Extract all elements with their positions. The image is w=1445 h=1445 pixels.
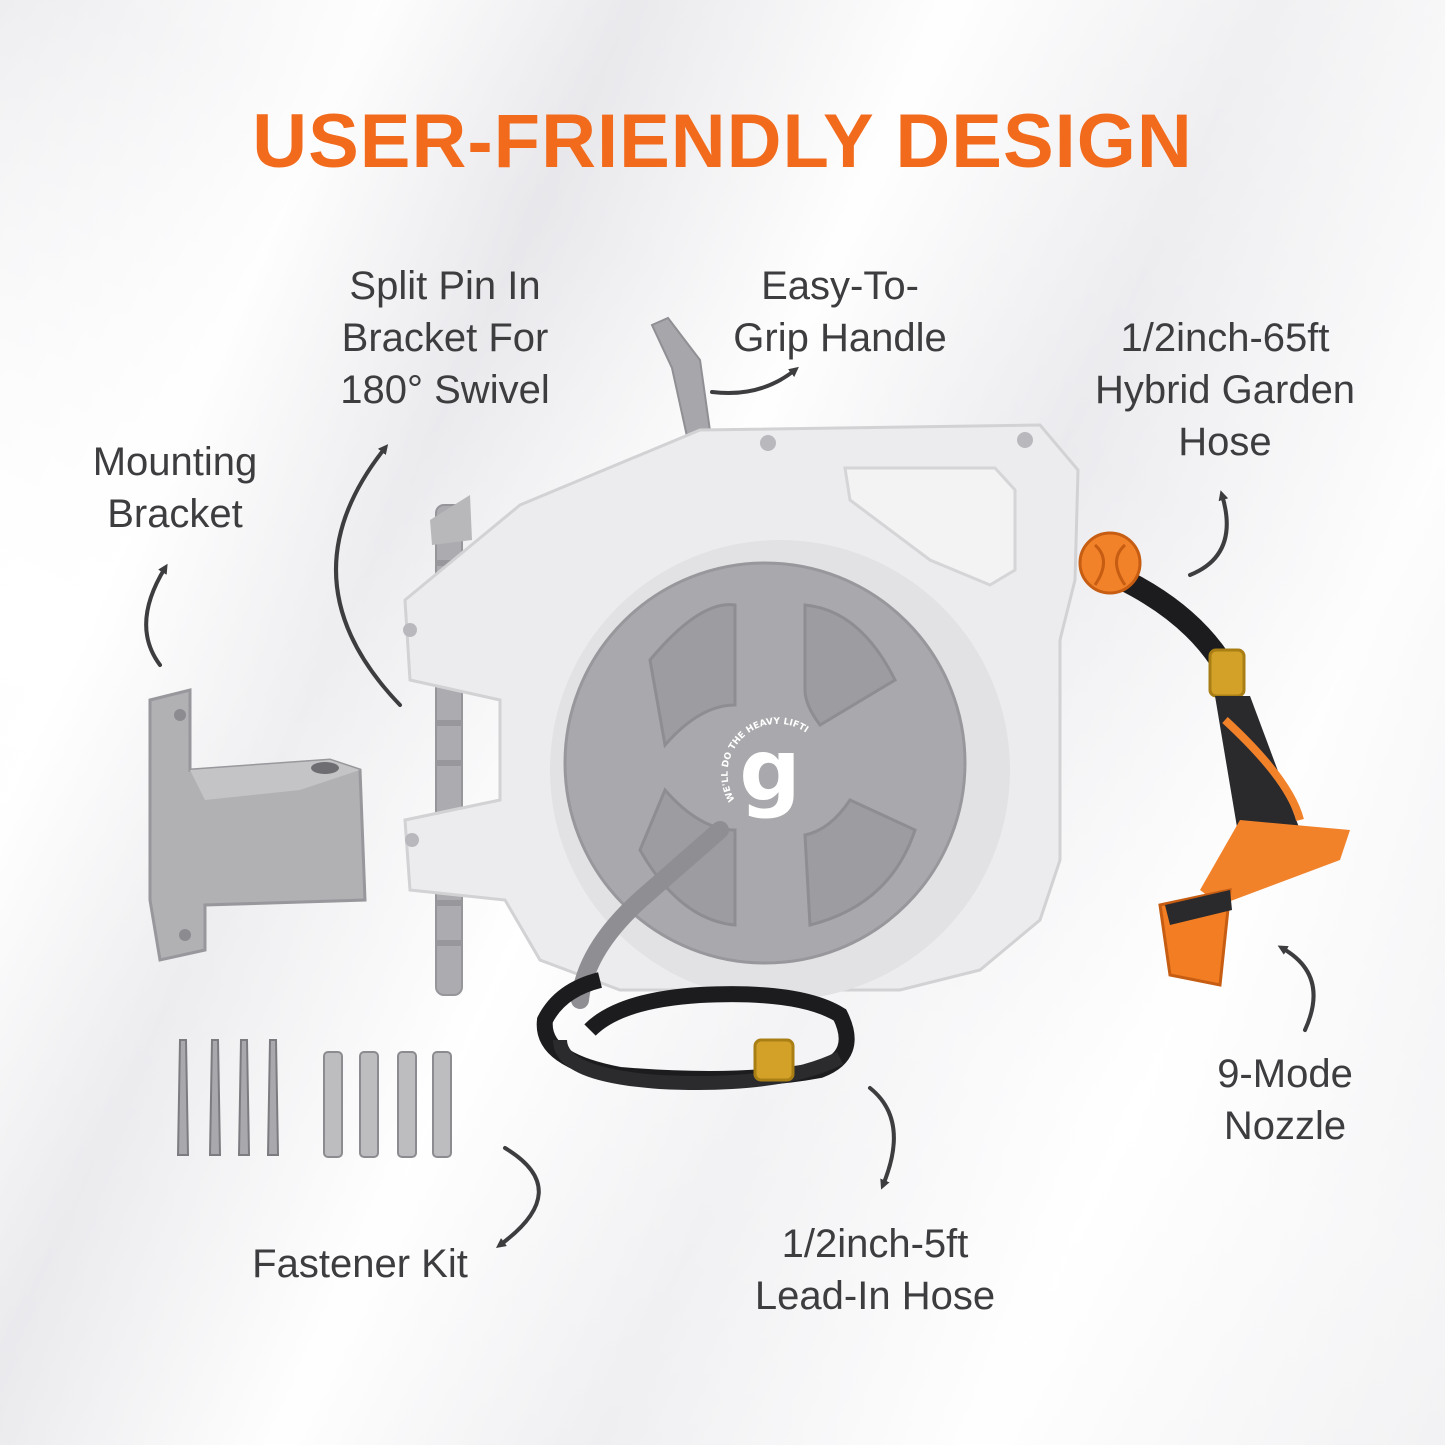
label-fastener-kit: Fastener Kit bbox=[252, 1242, 468, 1286]
label-mounting-bracket: Mounting Bracket bbox=[92, 440, 258, 536]
arrow-split-pin bbox=[334, 444, 402, 707]
label-grip-handle: Easy-To- Grip Handle bbox=[733, 264, 947, 360]
lead-in-hose bbox=[536, 821, 855, 1090]
label-lead-in-hose: 1/2inch-5ft Lead-In Hose bbox=[754, 1222, 996, 1318]
brand-logo-g: g bbox=[739, 721, 801, 821]
label-split-pin: Split Pin In Bracket For 180° Swivel bbox=[340, 264, 550, 412]
screw bbox=[176, 1039, 280, 1156]
nozzle bbox=[1158, 648, 1350, 987]
arrow-nozzle bbox=[1277, 945, 1316, 1032]
arrow-mounting-bracket bbox=[144, 563, 168, 667]
page-title: USER-FRIENDLY DESIGN bbox=[252, 99, 1193, 184]
label-nozzle: 9-Mode Nozzle bbox=[1217, 1052, 1353, 1148]
label-garden-hose: 1/2inch-65ft Hybrid Garden Hose bbox=[1094, 316, 1356, 464]
arrow-grip-handle bbox=[710, 366, 799, 396]
callout-arrows bbox=[144, 366, 1316, 1248]
arrow-fastener-kit bbox=[495, 1146, 541, 1248]
garden-hose bbox=[1078, 531, 1230, 667]
fastener-kit bbox=[176, 1039, 452, 1158]
mounting-bracket bbox=[148, 688, 367, 962]
arrow-garden-hose bbox=[1188, 490, 1229, 577]
arrow-lead-in-hose bbox=[868, 1086, 896, 1190]
